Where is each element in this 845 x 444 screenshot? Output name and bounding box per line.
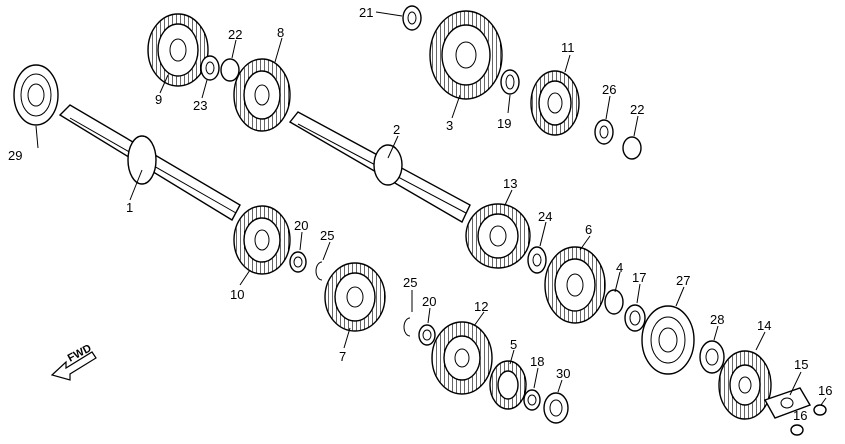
sprocket-14	[718, 350, 772, 420]
gear-10	[233, 205, 291, 275]
callout-5: 5	[510, 337, 517, 352]
callout-16b: 16	[793, 408, 807, 423]
callout-8: 8	[277, 25, 284, 40]
gear-9	[147, 13, 209, 87]
gear-11	[530, 70, 580, 136]
callout-18: 18	[530, 354, 544, 369]
callout-labels: 1 2 3 4 5 6 7 8 9 10 11 12 13 14 15 16 1…	[8, 5, 832, 423]
nut-22-left	[220, 58, 240, 82]
callout-20a: 20	[294, 218, 308, 233]
callout-20b: 20	[422, 294, 436, 309]
plate-15	[763, 387, 812, 419]
gear-7	[324, 262, 386, 332]
collar-28	[699, 340, 725, 374]
bearing-29	[13, 64, 59, 126]
callout-25b: 25	[403, 275, 417, 290]
callout-12: 12	[474, 299, 488, 314]
gear-13	[465, 203, 531, 269]
callout-15: 15	[794, 357, 808, 372]
gear-12	[431, 321, 493, 395]
callout-22b: 22	[630, 102, 644, 117]
callout-4: 4	[616, 260, 623, 275]
gear-5	[489, 360, 527, 410]
washer-18	[523, 389, 541, 411]
callout-30: 30	[556, 366, 570, 381]
callout-28: 28	[710, 312, 724, 327]
callout-2: 2	[393, 122, 400, 137]
callout-23: 23	[193, 98, 207, 113]
callout-29: 29	[8, 148, 22, 163]
clip-25-upper	[315, 261, 323, 281]
callout-9: 9	[155, 92, 162, 107]
washer-4	[604, 289, 624, 315]
callout-6: 6	[585, 222, 592, 237]
callout-16a: 16	[818, 383, 832, 398]
bolt-16-b	[790, 424, 804, 436]
callout-22a: 22	[228, 27, 242, 42]
callout-13: 13	[503, 176, 517, 191]
fwd-arrow-icon: FWD	[50, 342, 97, 381]
washer-24	[527, 246, 547, 274]
washer-26	[594, 119, 614, 145]
callout-17: 17	[632, 270, 646, 285]
callout-11: 11	[561, 40, 575, 55]
callout-21: 21	[359, 5, 373, 20]
washer-20-lower	[418, 324, 436, 346]
bearing-27	[641, 305, 695, 375]
washer-20-upper	[289, 251, 307, 273]
callout-14: 14	[757, 318, 771, 333]
gear-8	[233, 58, 291, 132]
washer-21	[402, 5, 422, 31]
gear-3	[429, 10, 503, 100]
callout-26: 26	[602, 82, 616, 97]
bushing-30	[543, 392, 569, 424]
washer-19	[500, 69, 520, 95]
nut-22-right	[622, 136, 642, 160]
counter-shaft-2	[288, 111, 471, 223]
clip-25-lower	[403, 317, 411, 337]
callout-24: 24	[538, 209, 552, 224]
main-shaft-1	[58, 104, 241, 221]
callout-10: 10	[230, 287, 244, 302]
bolt-16-a	[813, 404, 827, 416]
callout-27: 27	[676, 273, 690, 288]
washer-23	[200, 55, 220, 81]
leader-lines	[35, 11, 827, 406]
callout-25a: 25	[320, 228, 334, 243]
callout-1: 1	[126, 200, 133, 215]
callout-3: 3	[446, 118, 453, 133]
gear-6	[544, 246, 606, 324]
callout-19: 19	[497, 116, 511, 131]
washer-17	[624, 304, 646, 332]
callout-7: 7	[339, 349, 346, 364]
